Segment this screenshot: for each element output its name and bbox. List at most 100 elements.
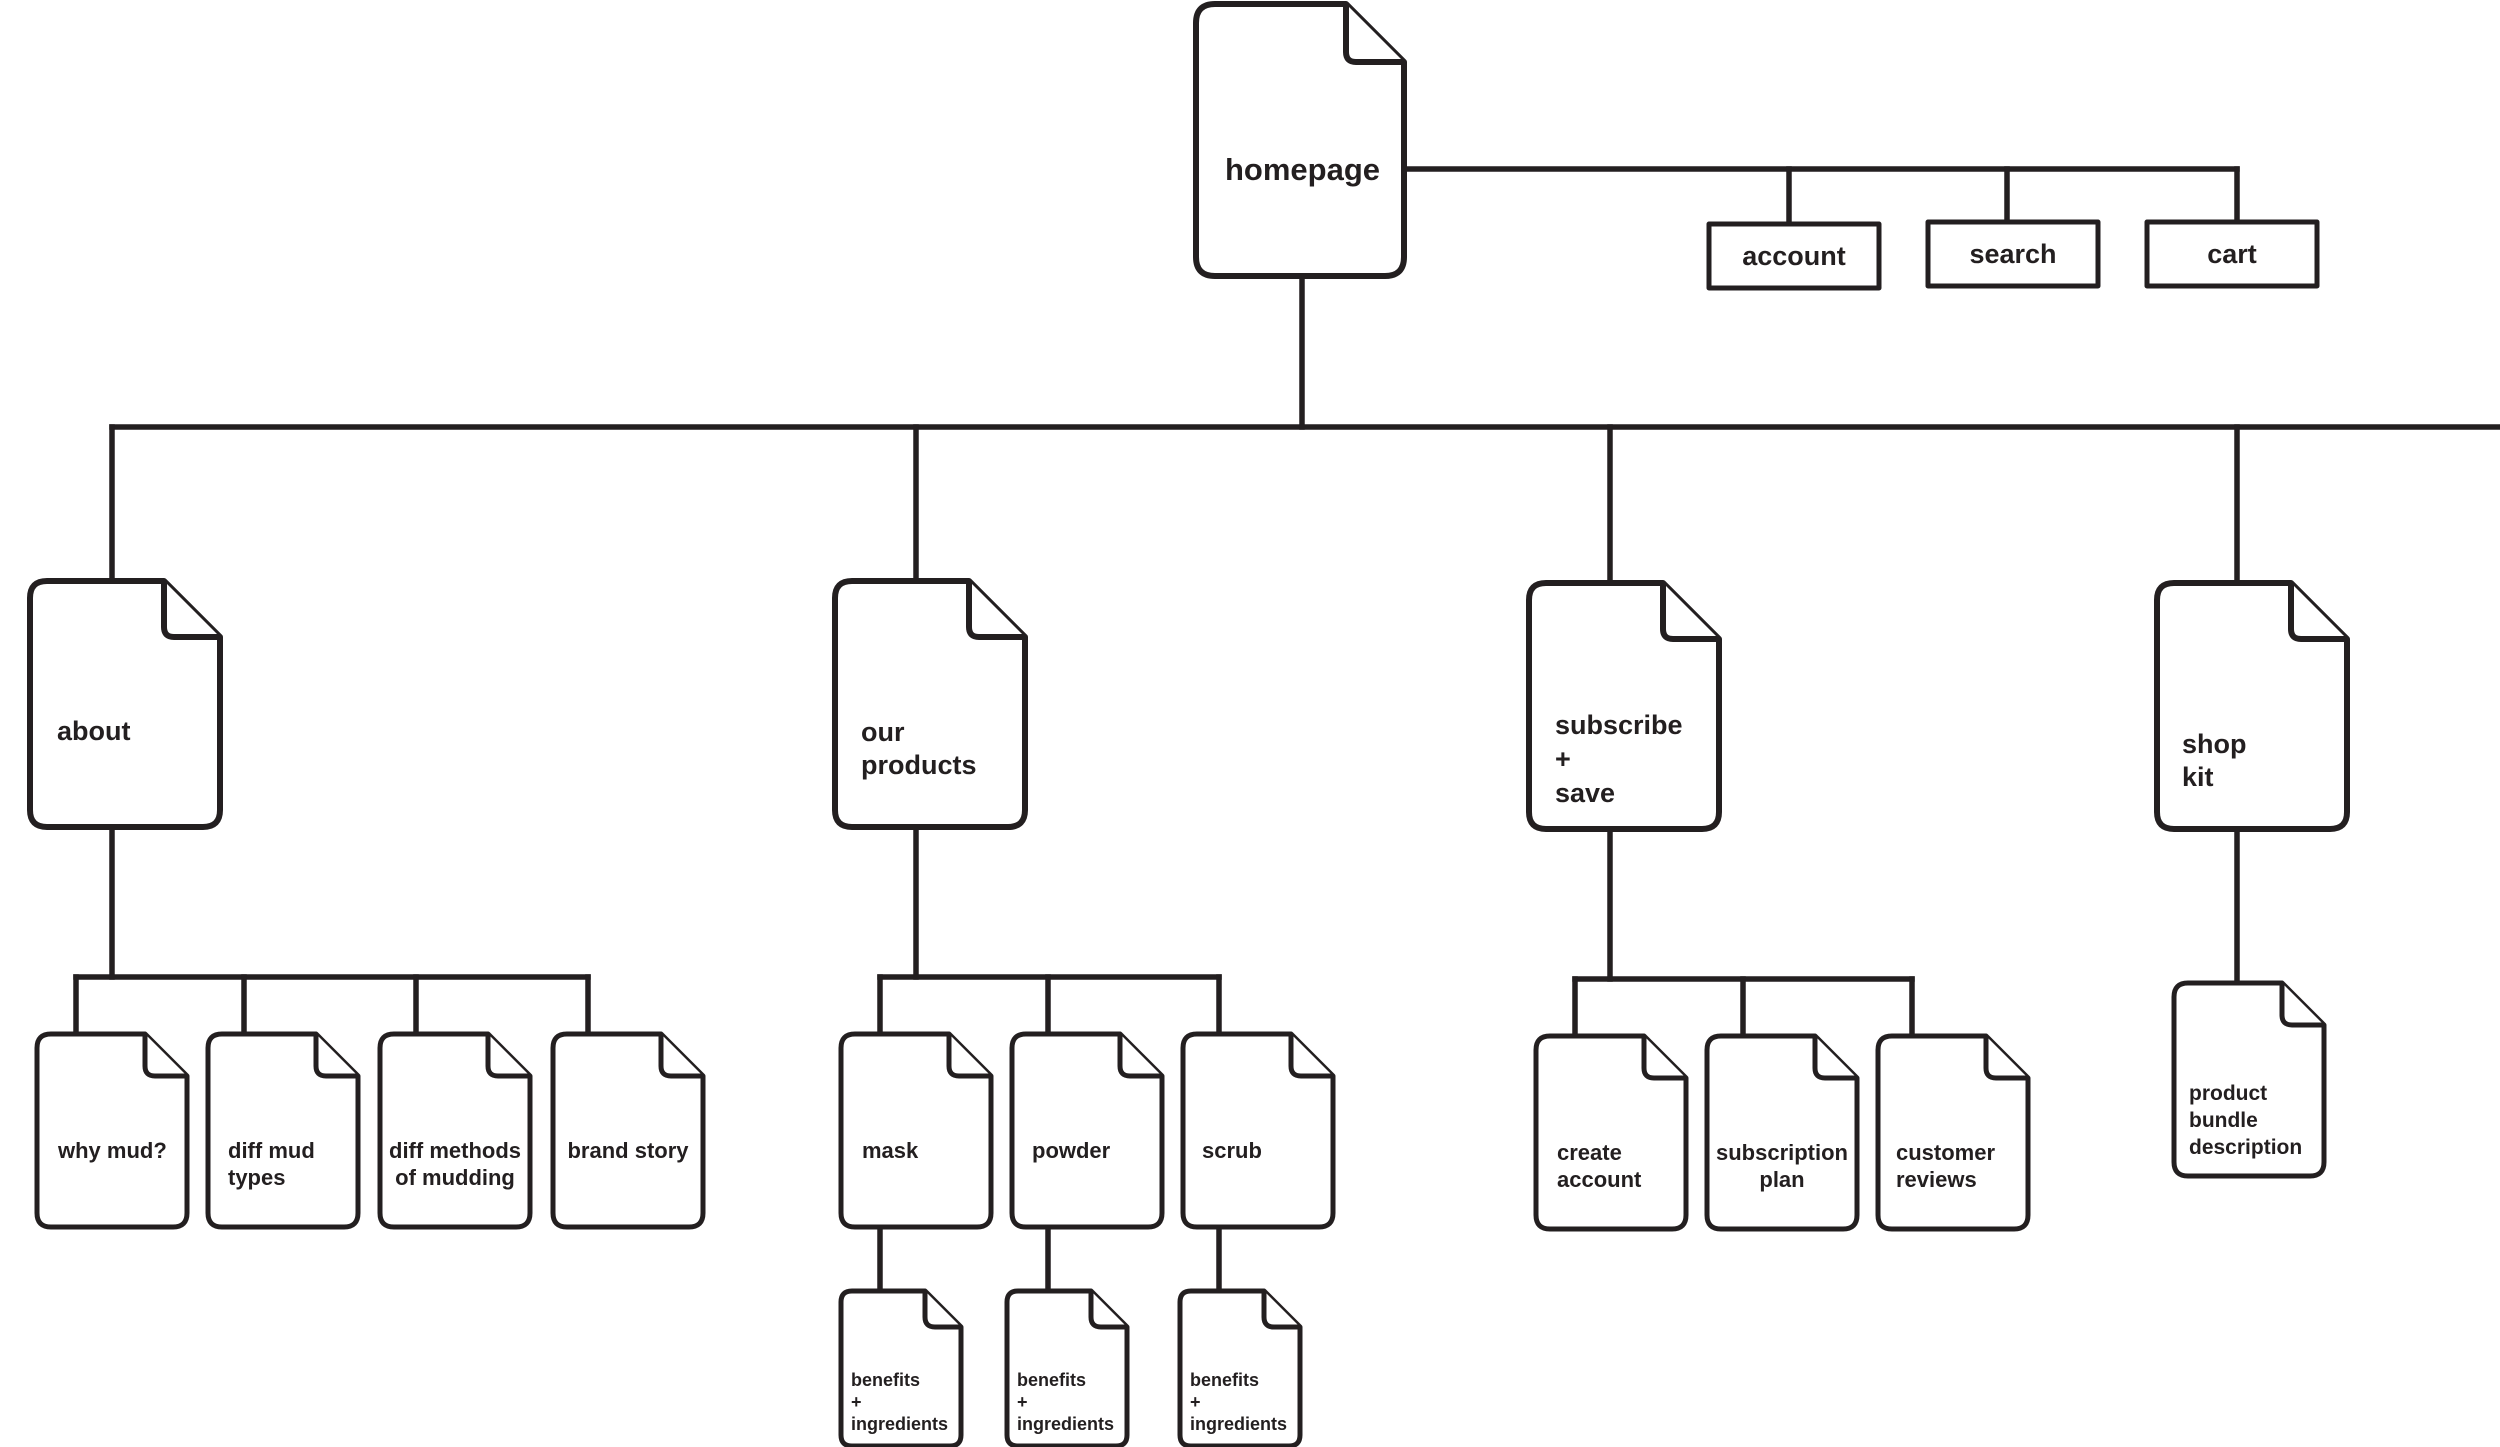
node-mask-benefits-ingredients-corner-fold — [922, 1291, 961, 1330]
node-powder-corner-fold — [1117, 1034, 1162, 1079]
node-diff-mud-types-corner-fold — [313, 1034, 358, 1079]
node-subscription-plan-label: plan — [1759, 1167, 1804, 1192]
node-product-bundle-description-page-icon — [2171, 980, 2327, 1179]
node-product-bundle-description-label: bundle — [2189, 1109, 2258, 1132]
node-product-bundle-description-label: description — [2189, 1136, 2302, 1159]
node-customer-reviews-label: reviews — [1896, 1167, 1977, 1192]
node-scrub-page-icon — [1180, 1031, 1336, 1230]
node-account: account — [1706, 221, 1882, 291]
node-diff-methods-of-mudding-label: of mudding — [395, 1165, 515, 1190]
node-scrub-benefits-ingredients-label: + — [1190, 1392, 1201, 1412]
node-subscribe-save-corner-fold — [1660, 583, 1719, 642]
node-customer-reviews-corner-fold — [1983, 1036, 2028, 1081]
node-powder-benefits-ingredients-label: + — [1017, 1392, 1028, 1412]
node-subscription-plan-corner-fold — [1812, 1036, 1857, 1081]
node-why-mud-corner-fold — [142, 1034, 187, 1079]
node-subscribe-save: subscribe + save — [1526, 580, 1722, 832]
node-our-products-corner-fold — [966, 581, 1025, 640]
node-powder-label: powder — [1032, 1138, 1111, 1163]
node-create-account-label: create — [1557, 1140, 1622, 1165]
node-shop-kit-corner-fold — [2288, 583, 2347, 642]
node-scrub-corner-fold — [1288, 1034, 1333, 1079]
node-cart-label: cart — [2207, 239, 2257, 269]
node-subscription-plan-label: subscription — [1716, 1140, 1848, 1165]
node-powder-benefits-ingredients-corner-fold — [1088, 1291, 1127, 1330]
node-powder-page-icon — [1009, 1031, 1165, 1230]
node-scrub-label: scrub — [1202, 1138, 1262, 1163]
node-diff-mud-types-page-icon — [205, 1031, 361, 1230]
node-mask-page-icon — [838, 1031, 994, 1230]
node-subscription-plan-page-icon — [1704, 1033, 1860, 1232]
node-powder-benefits-ingredients-label: ingredients — [1017, 1414, 1114, 1434]
node-scrub-benefits-ingredients: benefits+ingredients — [1177, 1288, 1303, 1447]
node-shop-kit-label: kit — [2182, 762, 2214, 792]
node-subscribe-save-label: + — [1555, 744, 1571, 774]
node-account-label: account — [1742, 241, 1846, 271]
node-account-box — [1706, 221, 1882, 291]
node-our-products-label: our — [861, 717, 905, 747]
node-homepage: homepage — [1193, 1, 1407, 279]
node-search-label: search — [1969, 239, 2056, 269]
node-shop-kit-page-icon — [2154, 580, 2350, 832]
node-homepage-label: homepage — [1225, 152, 1380, 187]
node-powder-benefits-ingredients-page-icon — [1004, 1288, 1130, 1447]
node-create-account-label: account — [1557, 1167, 1642, 1192]
node-subscribe-save-label: subscribe — [1555, 710, 1683, 740]
node-mask-label: mask — [862, 1138, 919, 1163]
node-scrub-benefits-ingredients-label: ingredients — [1190, 1414, 1287, 1434]
node-why-mud: why mud? — [34, 1031, 190, 1230]
node-our-products-label: products — [861, 750, 977, 780]
node-brand-story-label: brand story — [567, 1138, 689, 1163]
node-shop-kit-label: shop — [2182, 729, 2247, 759]
node-scrub: scrub — [1180, 1031, 1336, 1230]
node-homepage-corner-fold — [1343, 4, 1404, 65]
node-diff-methods-of-mudding-corner-fold — [485, 1034, 530, 1079]
node-create-account-corner-fold — [1641, 1036, 1686, 1081]
node-cart-box — [2144, 219, 2320, 289]
node-mask: mask — [838, 1031, 994, 1230]
node-product-bundle-description-corner-fold — [2279, 983, 2324, 1028]
node-subscribe-save-page-icon — [1526, 580, 1722, 832]
node-homepage-page-icon — [1193, 1, 1407, 279]
node-brand-story-corner-fold — [658, 1034, 703, 1079]
node-diff-mud-types-label: diff mud — [228, 1138, 315, 1163]
node-mask-benefits-ingredients-label: + — [851, 1392, 862, 1412]
node-mask-benefits-ingredients-label: ingredients — [851, 1414, 948, 1434]
node-diff-mud-types-label: types — [228, 1165, 285, 1190]
node-about-label: about — [57, 716, 131, 746]
node-mask-benefits-ingredients-label: benefits — [851, 1370, 920, 1390]
node-product-bundle-description: product bundle description — [2171, 980, 2327, 1179]
node-diff-methods-of-mudding-label: diff methods — [389, 1138, 521, 1163]
node-mask-corner-fold — [946, 1034, 991, 1079]
node-diff-methods-of-mudding-page-icon — [377, 1031, 533, 1230]
node-mask-benefits-ingredients: benefits+ingredients — [838, 1288, 964, 1447]
node-our-products-page-icon — [832, 578, 1028, 830]
node-subscribe-save-label: save — [1555, 778, 1615, 808]
node-scrub-benefits-ingredients-label: benefits — [1190, 1370, 1259, 1390]
node-about-corner-fold — [161, 581, 220, 640]
node-create-account-page-icon — [1533, 1033, 1689, 1232]
node-about-page-icon — [27, 578, 223, 830]
connector-lines — [73, 166, 2500, 1293]
node-powder: powder — [1009, 1031, 1165, 1230]
node-mask-benefits-ingredients-page-icon — [838, 1288, 964, 1447]
node-about: about — [27, 578, 223, 830]
node-search: search — [1925, 219, 2101, 289]
node-brand-story: brand story — [550, 1031, 706, 1230]
node-powder-benefits-ingredients: benefits+ingredients — [1004, 1288, 1130, 1447]
node-product-bundle-description-label: product — [2189, 1082, 2267, 1105]
node-scrub-benefits-ingredients-corner-fold — [1261, 1291, 1300, 1330]
node-scrub-benefits-ingredients-page-icon — [1177, 1288, 1303, 1447]
node-customer-reviews-page-icon — [1875, 1033, 2031, 1232]
node-cart: cart — [2144, 219, 2320, 289]
node-brand-story-page-icon — [550, 1031, 706, 1230]
